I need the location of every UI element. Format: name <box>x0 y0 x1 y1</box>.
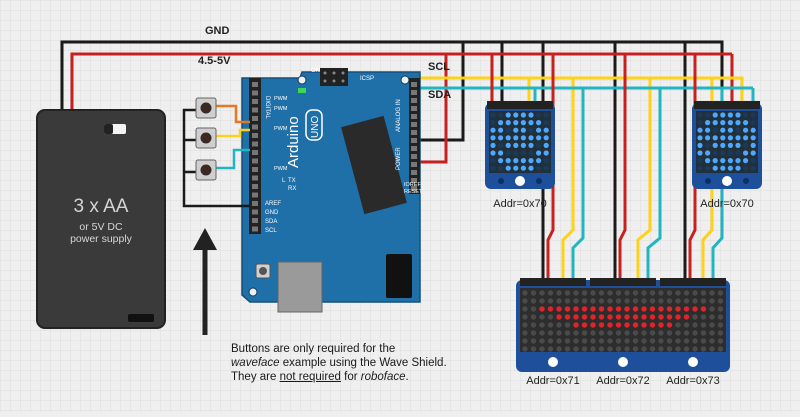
battery-subtitle-1: or 5V DC <box>79 221 123 233</box>
matrix-address-4: Addr=0x72 <box>596 375 650 387</box>
scl-pin-label: SCL <box>265 228 277 234</box>
uno-logo: UNO <box>310 116 321 138</box>
pwm-label-4: PWM <box>274 166 288 172</box>
matrix-address-1: Addr=0x70 <box>493 198 547 210</box>
push-button-1[interactable] <box>195 97 217 119</box>
pwm-label-1: PWM <box>274 96 288 102</box>
reset-label: RESET <box>404 189 423 195</box>
arduino-uno-board: ICSP ON DIGITAL PWM PWM PWM PWM AREF GND… <box>241 68 423 313</box>
dc-jack <box>386 254 412 298</box>
note-not-required: not required <box>279 371 341 383</box>
led-matrix-bicolor: Addr=0x71 Addr=0x72 Addr=0x73 <box>516 278 730 387</box>
digital-label: DIGITAL <box>264 96 270 120</box>
button-3-wire <box>216 148 250 170</box>
battery-pack: 3 x AA or 5V DC power supply <box>36 109 166 329</box>
arrow-up-icon <box>193 228 217 335</box>
matrix-address-3: Addr=0x71 <box>526 375 580 387</box>
note-line-2: waveface example using the Wave Shield. <box>231 357 447 369</box>
power-led <box>298 88 306 93</box>
pwm-label-3: PWM <box>274 126 288 132</box>
rx-label: RX <box>288 186 296 192</box>
vin-label: 4.5-5V <box>198 55 231 67</box>
analog-power-pins <box>411 82 417 191</box>
usb-port <box>277 261 323 313</box>
buttons-note: Buttons are only required for the wavefa… <box>231 342 471 384</box>
pwm-label-2: PWM <box>274 106 288 112</box>
arduino-name: Arduino <box>285 116 302 168</box>
battery-title: 3 x AA <box>74 196 129 217</box>
matrix-address-2: Addr=0x70 <box>700 198 754 210</box>
analog-label: ANALOG IN <box>396 99 402 132</box>
note-line-1: Buttons are only required for the <box>231 343 396 355</box>
atmega-chip <box>341 115 407 215</box>
led-matrix-8x8-2: Addr=0x70 <box>692 101 762 210</box>
led-matrix-8x8-1: Addr=0x70 <box>485 101 555 210</box>
vin-rail <box>70 52 734 164</box>
matrix-address-5: Addr=0x73 <box>666 375 720 387</box>
note-waveface: waveface <box>231 357 280 369</box>
sda-label: SDA <box>428 89 451 101</box>
on-label: ON <box>311 68 320 74</box>
gnd-label: GND <box>205 25 230 37</box>
icsp-label: ICSP <box>360 76 374 82</box>
digital-pins <box>252 82 258 232</box>
note-roboface: roboface <box>360 371 406 383</box>
gnd-pin-label: GND <box>265 210 279 216</box>
push-button-2[interactable] <box>195 127 217 149</box>
ioref-label: IOREF <box>404 182 421 188</box>
button-2-wire <box>216 128 250 138</box>
tx-label: TX <box>288 178 296 184</box>
sda-pin-label: SDA <box>265 219 277 225</box>
buttons-group <box>182 97 250 208</box>
icsp-header <box>320 68 348 86</box>
button-ground-wires <box>182 108 250 208</box>
note-line-3: They are not required for roboface. <box>231 371 409 383</box>
battery-subtitle-2: power supply <box>70 233 133 245</box>
aref-label: AREF <box>265 201 281 207</box>
l-led-label: L <box>282 178 286 184</box>
power-label: POWER <box>396 147 402 170</box>
push-button-3[interactable] <box>195 159 217 181</box>
button-1-wire <box>216 104 250 124</box>
scl-label: SCL <box>428 61 450 73</box>
